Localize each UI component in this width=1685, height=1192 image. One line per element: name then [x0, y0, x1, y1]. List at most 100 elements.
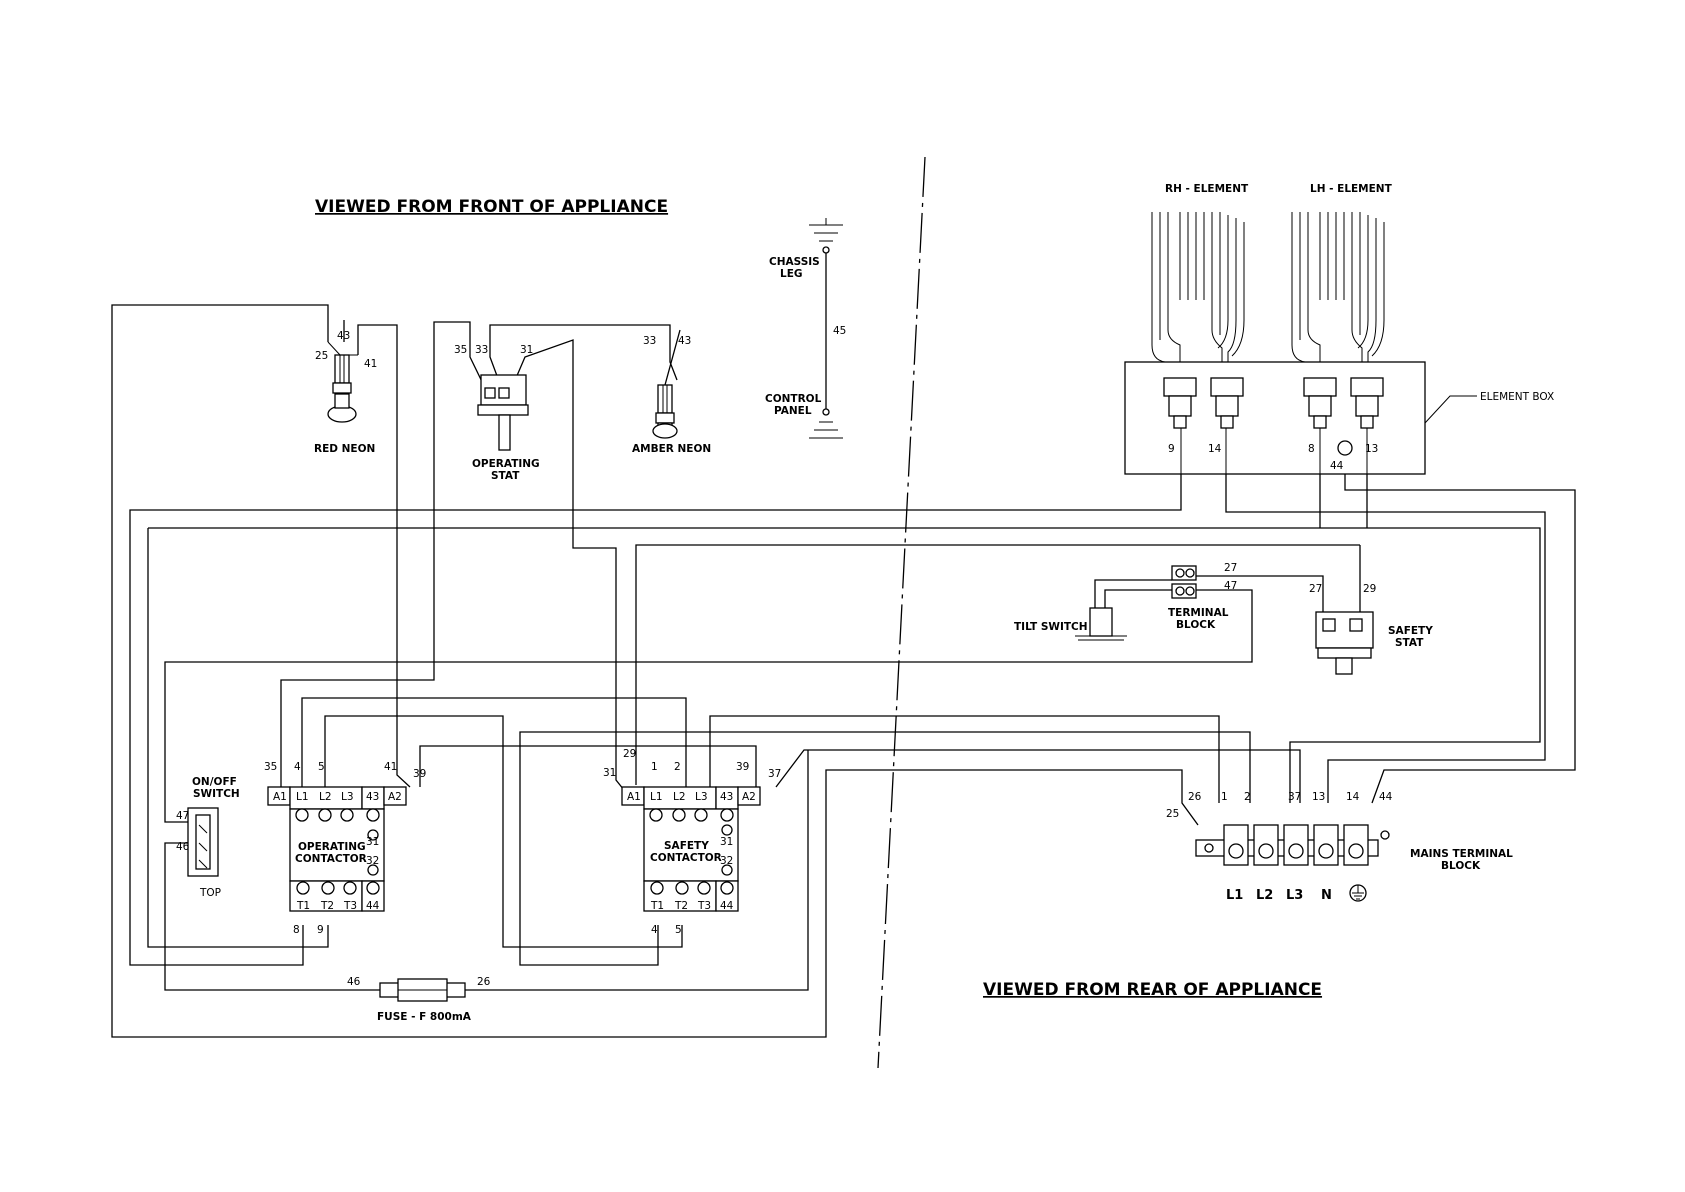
safety-stat-wire-27: 27: [1309, 583, 1322, 595]
mains-n: N: [1321, 888, 1332, 903]
element-wire-14: 14: [1208, 443, 1222, 455]
chassis-leg-label-2: LEG: [780, 268, 802, 280]
switch-wire-46: 46: [176, 841, 190, 853]
op-contactor-wire-4: 4: [294, 761, 301, 773]
op-contactor-wire-8: 8: [293, 924, 300, 936]
op-contactor-wire-39: 39: [413, 768, 426, 780]
mains-terminal-label-2: BLOCK: [1441, 860, 1481, 872]
safety-contactor-wire-31: 31: [603, 767, 616, 779]
safety-contactor-wire-29: 29: [623, 748, 636, 760]
switch-wire-47: 47: [176, 810, 189, 822]
red-neon-wire-25: 25: [315, 350, 328, 362]
safety-contactor-t2: T2: [674, 900, 688, 912]
terminal-block-wire-27: 27: [1224, 562, 1237, 574]
safety-stat-wire-29: 29: [1363, 583, 1376, 595]
terminal-block-label-1: TERMINAL: [1168, 607, 1229, 619]
op-contactor-31: 31: [366, 836, 379, 848]
op-contactor-l2: L2: [319, 791, 332, 803]
lh-element-label: LH - ELEMENT: [1310, 183, 1393, 195]
chassis-leg-label-1: CHASSIS: [769, 256, 820, 268]
mains-wire-25: 25: [1166, 808, 1179, 820]
control-panel-label-2: PANEL: [774, 405, 812, 417]
op-stat-wire-35: 35: [454, 344, 467, 356]
op-stat-wire-33: 33: [475, 344, 488, 356]
op-contactor-t2: T2: [320, 900, 334, 912]
safety-contactor-wire-39: 39: [736, 761, 749, 773]
mains-wire-13: 13: [1312, 791, 1325, 803]
terminal-block: TERMINAL BLOCK 27 47: [1168, 562, 1237, 631]
op-contactor-wire-5: 5: [318, 761, 325, 773]
mains-l1: L1: [1226, 888, 1243, 903]
safety-contactor-t3: T3: [697, 900, 711, 912]
operating-contactor: A1 L1 L2 L3 43 A2 31 32 T1 T2 T3 44 OPER…: [264, 761, 426, 936]
op-contactor-wire-41: 41: [384, 761, 397, 773]
mains-wire-37: 37: [1288, 791, 1301, 803]
rear-view-title: VIEWED FROM REAR OF APPLIANCE: [983, 980, 1322, 1000]
safety-contactor-wire-1: 1: [651, 761, 658, 773]
rh-element-label: RH - ELEMENT: [1165, 183, 1249, 195]
on-off-switch-top-label: TOP: [199, 887, 221, 899]
safety-contactor-l2: L2: [673, 791, 686, 803]
safety-contactor: A1 L1 L2 L3 43 A2 31 32 T1 T2 T3 44 SAFE…: [603, 748, 781, 936]
safety-stat-label-2: STAT: [1395, 637, 1424, 649]
safety-contactor-wire-4: 4: [651, 924, 658, 936]
on-off-switch-label-2: SWITCH: [193, 788, 240, 800]
on-off-switch: ON/OFF SWITCH TOP 47 46: [176, 776, 240, 899]
fuse-wire-46: 46: [347, 976, 361, 988]
operating-stat-label-1: OPERATING: [472, 458, 540, 470]
mains-wire-1: 1: [1221, 791, 1228, 803]
chassis-wire-45: 45: [833, 325, 846, 337]
safety-contactor-43: 43: [720, 791, 733, 803]
terminal-block-label-2: BLOCK: [1176, 619, 1216, 631]
tilt-switch-label: TILT SWITCH: [1014, 621, 1088, 633]
safety-contactor-wire-5: 5: [675, 924, 682, 936]
op-contactor-wire-35: 35: [264, 761, 277, 773]
safety-contactor-l1: L1: [650, 791, 663, 803]
red-neon-wire-43: 43: [337, 330, 350, 342]
amber-neon: AMBER NEON 33 43: [632, 335, 711, 455]
safety-contactor-l3: L3: [695, 791, 708, 803]
safety-contactor-t1: T1: [650, 900, 664, 912]
safety-contactor-wire-2: 2: [674, 761, 681, 773]
element-box: RH - ELEMENT LH - ELEMENT ELEMENT BOX 9 …: [1124, 183, 1554, 475]
safety-contactor-a2: A2: [742, 791, 756, 803]
safety-contactor-32: 32: [720, 855, 733, 867]
mains-terminal-label-1: MAINS TERMINAL: [1410, 848, 1513, 860]
fuse-wire-26: 26: [477, 976, 491, 988]
chassis-link: CHASSIS LEG 45 CONTROL PANEL: [765, 218, 846, 439]
safety-contactor-44: 44: [720, 900, 734, 912]
element-wire-8: 8: [1308, 443, 1315, 455]
fuse: FUSE - F 800mA 46 26: [347, 976, 491, 1023]
red-neon: RED NEON 25 43 41: [314, 330, 377, 455]
mains-wire-2: 2: [1244, 791, 1251, 803]
op-contactor-a1: A1: [273, 791, 287, 803]
op-stat-wire-31: 31: [520, 344, 533, 356]
safety-contactor-wire-37: 37: [768, 768, 781, 780]
op-contactor-a2: A2: [388, 791, 402, 803]
safety-contactor-31: 31: [720, 836, 733, 848]
element-wire-13: 13: [1365, 443, 1378, 455]
op-contactor-l1: L1: [296, 791, 309, 803]
op-contactor-t3: T3: [343, 900, 357, 912]
red-neon-wire-41: 41: [364, 358, 377, 370]
op-contactor-44: 44: [366, 900, 380, 912]
mains-terminal-block: L1 L2 L3 N MAINS TERMINAL BLOCK 25 26 1 …: [1166, 791, 1513, 903]
amber-neon-wire-33: 33: [643, 335, 656, 347]
mains-l3: L3: [1286, 888, 1303, 903]
safety-contactor-a1: A1: [627, 791, 641, 803]
amber-neon-label: AMBER NEON: [632, 443, 711, 455]
op-contactor-43: 43: [366, 791, 379, 803]
fuse-label: FUSE - F 800mA: [377, 1011, 472, 1023]
op-contactor-label-1: OPERATING: [298, 841, 366, 853]
element-wire-44: 44: [1330, 460, 1344, 472]
mains-wire-14: 14: [1346, 791, 1360, 803]
amber-neon-wire-43: 43: [678, 335, 691, 347]
safety-stat: SAFETY STAT 27 29: [1309, 583, 1433, 675]
terminal-block-wire-47: 47: [1224, 580, 1237, 592]
mains-wire-26: 26: [1188, 791, 1202, 803]
control-panel-label-1: CONTROL: [765, 393, 822, 405]
element-wire-9: 9: [1168, 443, 1175, 455]
op-contactor-wire-9: 9: [317, 924, 324, 936]
safety-stat-label-1: SAFETY: [1388, 625, 1433, 637]
